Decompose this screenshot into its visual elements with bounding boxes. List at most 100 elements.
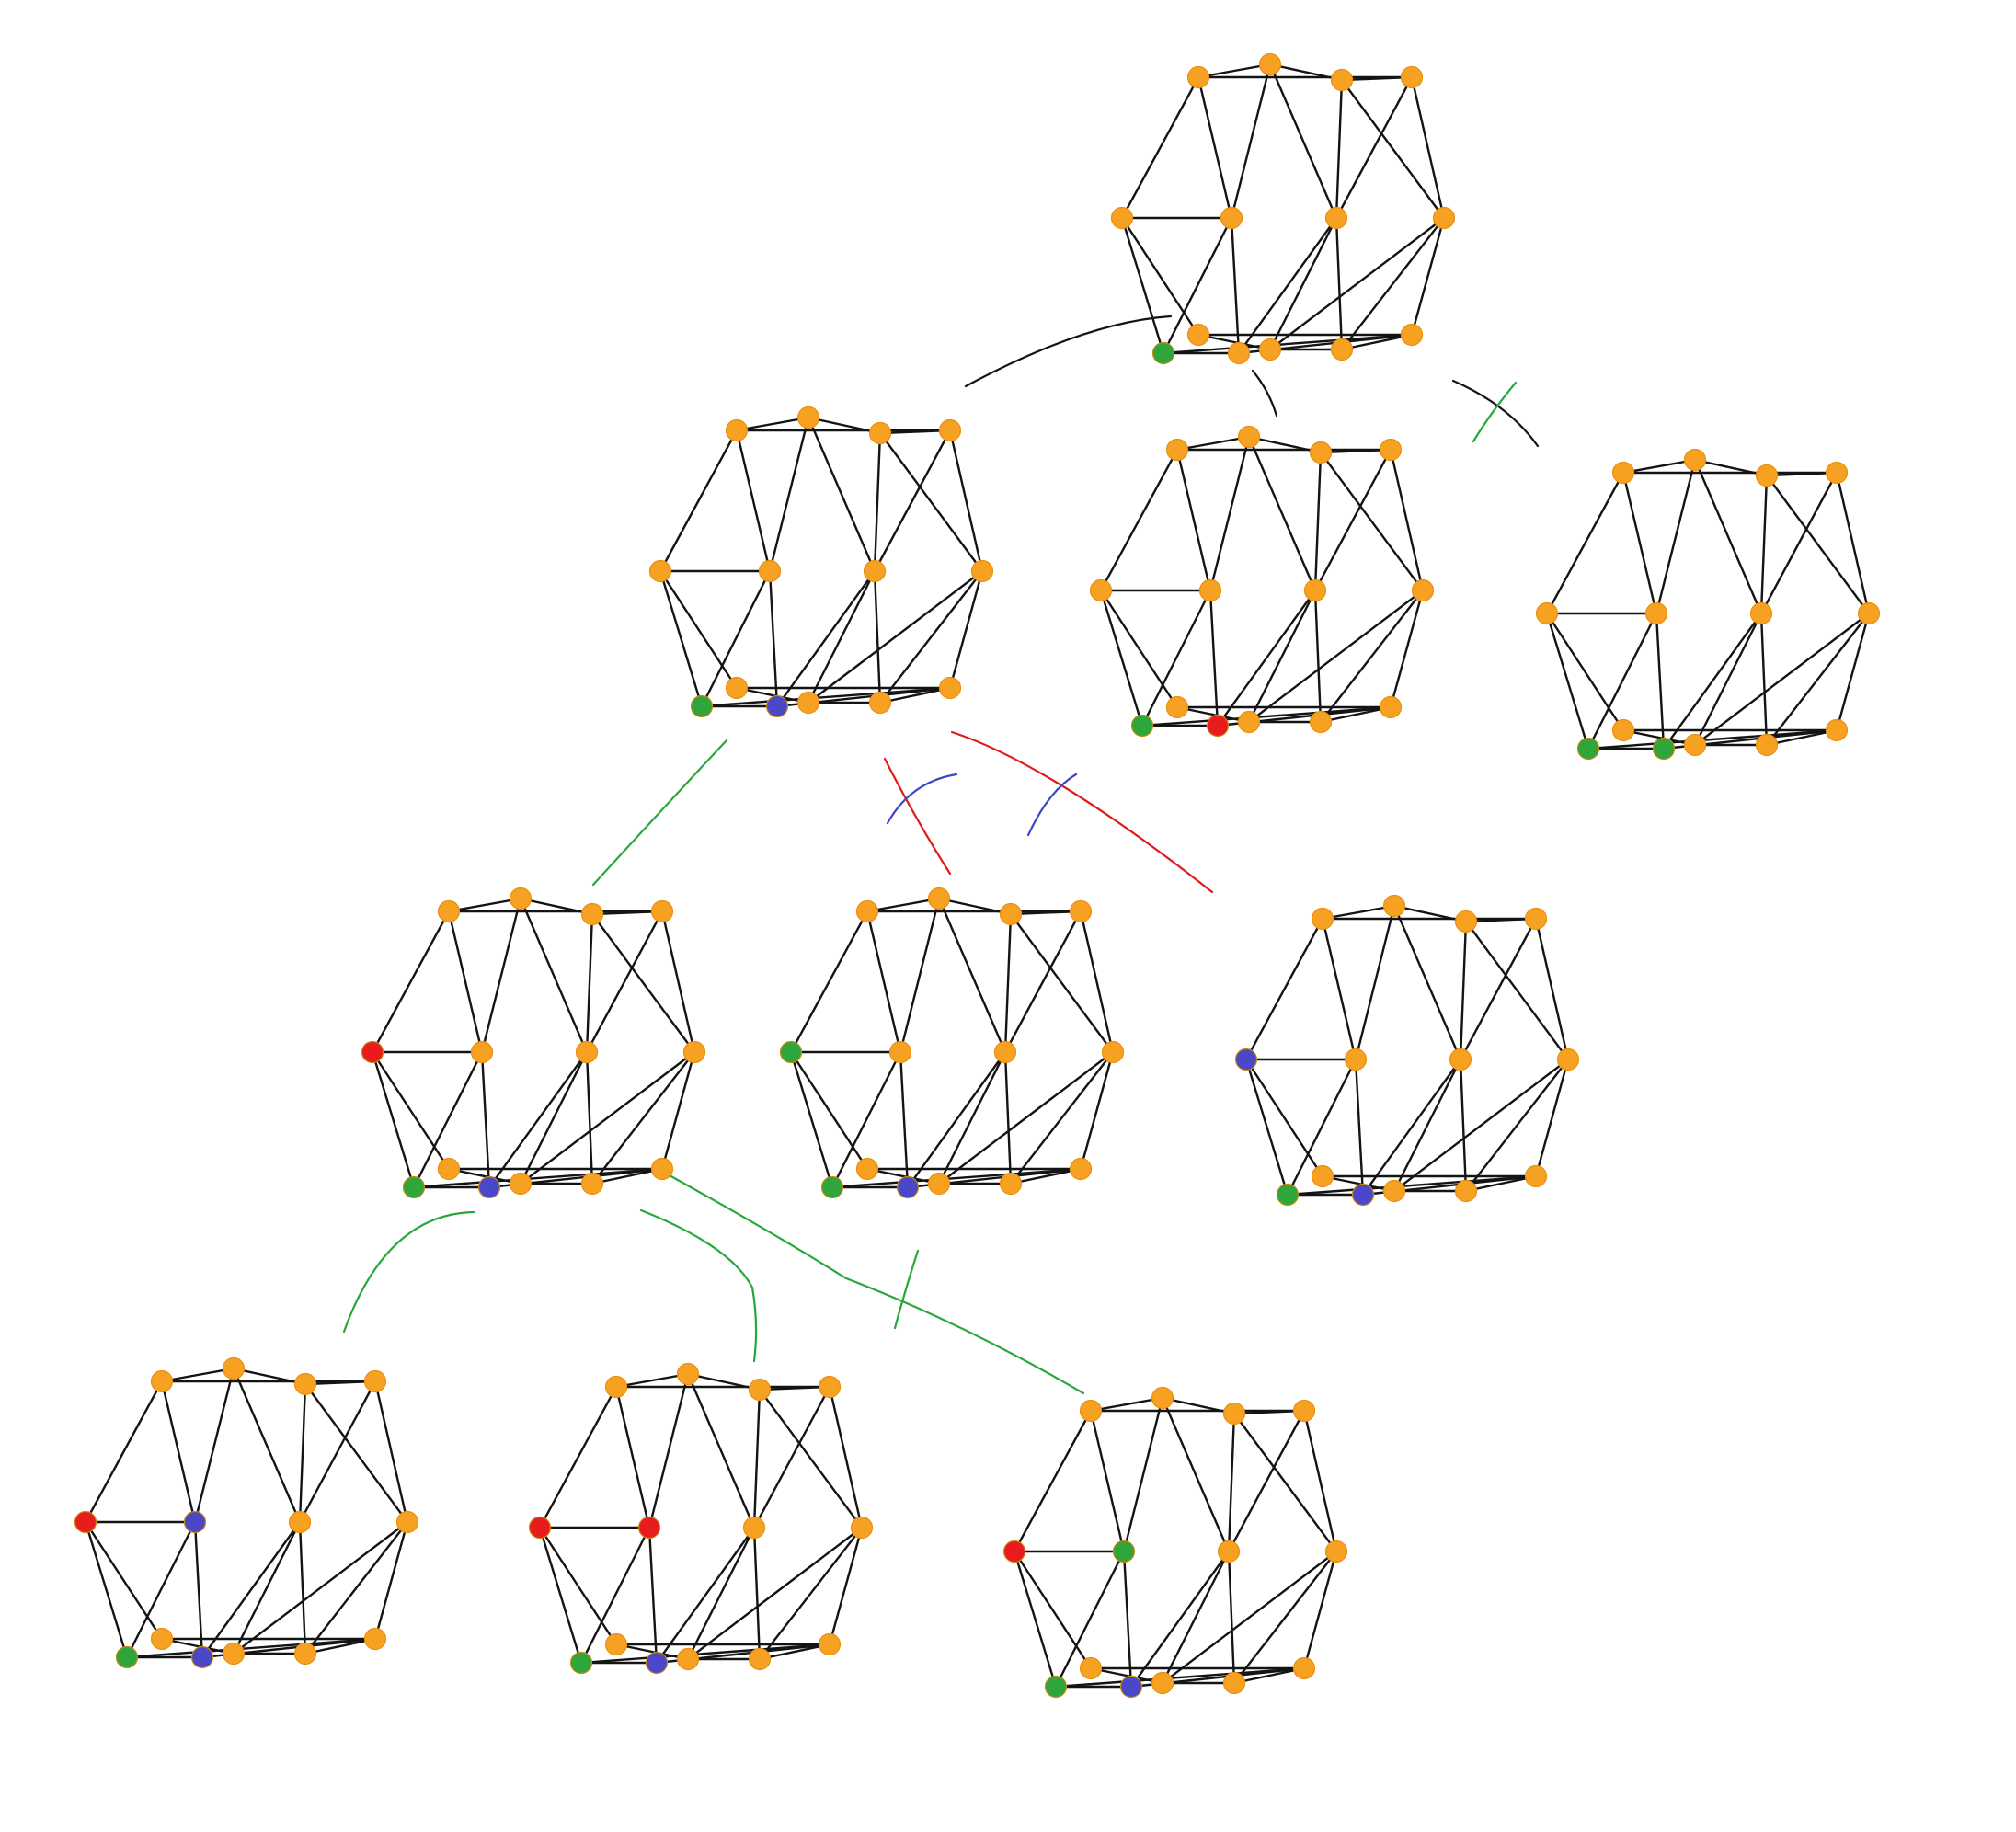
graph-edge bbox=[1464, 1058, 1570, 1193]
graph-edge bbox=[371, 1050, 451, 1171]
graph-edge bbox=[1230, 216, 1241, 355]
graph-edge bbox=[659, 569, 739, 690]
vertex-orange bbox=[742, 1516, 766, 1540]
vertex-orange bbox=[676, 1647, 700, 1671]
graph-edge bbox=[590, 912, 696, 1054]
branch-g2a bbox=[591, 739, 728, 887]
vertex-orange bbox=[1683, 448, 1707, 472]
vertex-orange bbox=[725, 676, 749, 700]
graph-edge bbox=[519, 897, 589, 1054]
graph-edge bbox=[1099, 448, 1179, 592]
graph-edge bbox=[1120, 216, 1165, 355]
graph-edge bbox=[789, 1050, 869, 1171]
graph-edge bbox=[1361, 1058, 1462, 1197]
graph-g3a bbox=[74, 1357, 419, 1669]
vertex-orange bbox=[1644, 601, 1668, 625]
graph-edge bbox=[1244, 1058, 1324, 1178]
branch-g1a bbox=[964, 315, 1173, 388]
vertex-orange bbox=[1411, 578, 1435, 602]
graph-g0 bbox=[1110, 52, 1456, 365]
graph-edge bbox=[1354, 904, 1396, 1061]
graph-edge bbox=[1693, 612, 1871, 747]
graph-edge bbox=[1162, 333, 1414, 355]
graph-edge bbox=[1009, 1050, 1115, 1185]
graph-edge bbox=[789, 1050, 834, 1189]
vertex-orange bbox=[580, 902, 604, 926]
graph-edge bbox=[1321, 904, 1396, 921]
graph-edge bbox=[480, 897, 522, 1054]
graph-edge bbox=[807, 416, 876, 573]
graph-edge bbox=[906, 1050, 1007, 1189]
graph-edge bbox=[1162, 216, 1233, 355]
graph-edge bbox=[1621, 471, 1658, 615]
vertex-orange bbox=[1330, 68, 1354, 92]
graph-edge bbox=[1099, 589, 1179, 709]
vertex-orange bbox=[1311, 907, 1334, 931]
vertex-orange bbox=[1454, 910, 1478, 933]
graph-edge bbox=[659, 429, 739, 573]
graph-edge bbox=[758, 1388, 864, 1529]
vertex-orange bbox=[1309, 441, 1333, 464]
graph-edge bbox=[828, 1385, 864, 1529]
vertex-green bbox=[1151, 341, 1175, 365]
vertex-orange bbox=[1379, 438, 1403, 462]
graph-edge bbox=[1216, 589, 1317, 727]
vertex-blue bbox=[1234, 1048, 1258, 1071]
vertex-orange bbox=[1611, 461, 1635, 485]
graph-edge bbox=[937, 897, 1007, 1054]
vertex-blue bbox=[183, 1510, 207, 1534]
graph-edge bbox=[1122, 1396, 1164, 1553]
vertex-orange bbox=[1198, 578, 1222, 602]
graph-edge bbox=[585, 910, 664, 1054]
graph-edge bbox=[752, 1526, 762, 1661]
graph-edge bbox=[647, 1526, 659, 1665]
graph-edge bbox=[1120, 216, 1200, 337]
vertex-orange bbox=[650, 899, 674, 923]
graph-edge bbox=[1334, 78, 1344, 220]
graph-g1b bbox=[1089, 425, 1435, 738]
graph-edge bbox=[1286, 1174, 1538, 1197]
vertex-blue bbox=[1351, 1183, 1375, 1207]
vertex-orange bbox=[993, 1040, 1017, 1064]
graph-edge bbox=[647, 1372, 690, 1529]
graph-edge bbox=[125, 1520, 197, 1659]
graph-edge bbox=[660, 910, 696, 1054]
graph-edge bbox=[1392, 1058, 1570, 1193]
graph-edge bbox=[84, 1520, 164, 1641]
vertex-orange bbox=[1449, 1048, 1472, 1071]
vertex-orange bbox=[1186, 323, 1210, 347]
graph-edge bbox=[1835, 612, 1871, 732]
graph-edge bbox=[830, 1167, 1082, 1189]
graph-edge bbox=[1161, 1550, 1338, 1685]
graph-edge bbox=[519, 1050, 696, 1185]
vertex-orange bbox=[1454, 1179, 1478, 1203]
vertex-orange bbox=[1400, 65, 1424, 89]
graph-edge bbox=[590, 1050, 696, 1185]
graph-edge bbox=[758, 1643, 831, 1661]
graph-edge bbox=[371, 1050, 416, 1189]
rejected-mark-g3c bbox=[893, 1249, 920, 1330]
vertex-orange bbox=[999, 902, 1023, 926]
vertex-orange bbox=[999, 1172, 1023, 1196]
vertex-red bbox=[1002, 1540, 1026, 1563]
graph-edge bbox=[659, 569, 704, 708]
graph-g1c bbox=[1535, 448, 1881, 761]
graph-edge bbox=[298, 1382, 307, 1524]
graph-edge bbox=[304, 1637, 377, 1655]
vertex-red bbox=[528, 1516, 552, 1540]
graph-edge bbox=[1208, 589, 1220, 727]
graph-edge bbox=[1302, 1409, 1338, 1553]
vertex-orange bbox=[395, 1510, 419, 1534]
graph-edge bbox=[807, 569, 984, 704]
graph-edge bbox=[873, 431, 882, 573]
graph-edge bbox=[579, 1526, 651, 1665]
vertex-orange bbox=[1309, 710, 1333, 734]
rejected-mark-g2c bbox=[1026, 773, 1078, 837]
vertex-orange bbox=[682, 1040, 706, 1064]
vertex-orange bbox=[509, 887, 533, 910]
graph-edge bbox=[1759, 612, 1769, 747]
vertex-orange bbox=[1237, 425, 1261, 449]
branch-g1c bbox=[1451, 379, 1540, 448]
vertex-orange bbox=[748, 1378, 772, 1402]
graph-edge bbox=[1286, 1058, 1357, 1197]
